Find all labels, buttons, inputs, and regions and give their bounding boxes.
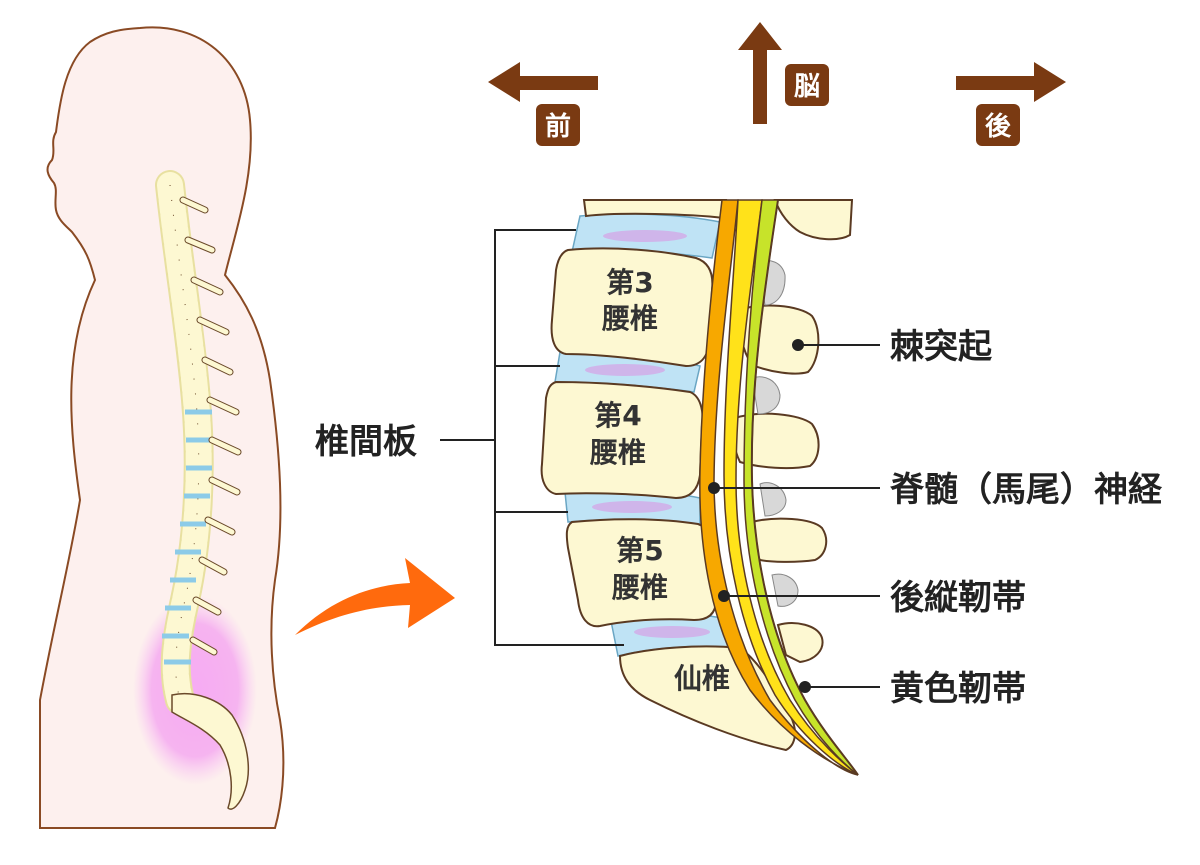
l5-label-line2: 腰椎 (611, 571, 668, 604)
spine-column (155, 170, 250, 810)
spinal-cord-label: 脊髄（馬尾）神経 (890, 470, 1163, 510)
disc-label: 椎間板 (315, 422, 417, 462)
leader-lines (708, 339, 880, 693)
front-label: 前 (545, 111, 571, 142)
sacrum-label: 仙椎 (674, 662, 730, 695)
direction-brain (738, 22, 829, 124)
vertebra-l3 (550, 247, 714, 368)
brain-badge (785, 64, 829, 106)
back-badge (976, 104, 1020, 146)
arrow-up-icon (738, 22, 782, 124)
yellow-ligament-label: 黄色靭帯 (890, 669, 1026, 709)
back-label: 後 (985, 111, 1012, 142)
body-figure (39, 26, 285, 829)
direction-back (956, 62, 1066, 146)
spinous-process-l5 (750, 517, 828, 563)
arrow-right-icon (956, 62, 1066, 102)
vertebra-l4 (540, 380, 704, 500)
arrow-left-icon (488, 62, 598, 102)
l3-label-line2: 腰椎 (601, 302, 658, 335)
lumbar-detail (540, 199, 859, 776)
front-badge (536, 104, 580, 146)
l5-label-line1: 第5 (616, 534, 663, 567)
disc-bracket (440, 229, 624, 646)
l3-label-line1: 第3 (606, 266, 653, 299)
l4-label-line2: 腰椎 (589, 436, 646, 469)
posterior-ligament-label: 後縦靭帯 (890, 578, 1026, 618)
brain-label: 脳 (793, 72, 820, 102)
sacrum-shape (171, 693, 250, 810)
curved-arrow-icon (295, 558, 455, 635)
spinous-process-label: 棘突起 (890, 327, 993, 367)
direction-front (488, 62, 598, 146)
vertebra-l5 (565, 518, 718, 628)
l4-label-line1: 第4 (594, 399, 641, 432)
spinous-process-top (773, 199, 854, 241)
spinous-process-sacral (776, 622, 824, 664)
